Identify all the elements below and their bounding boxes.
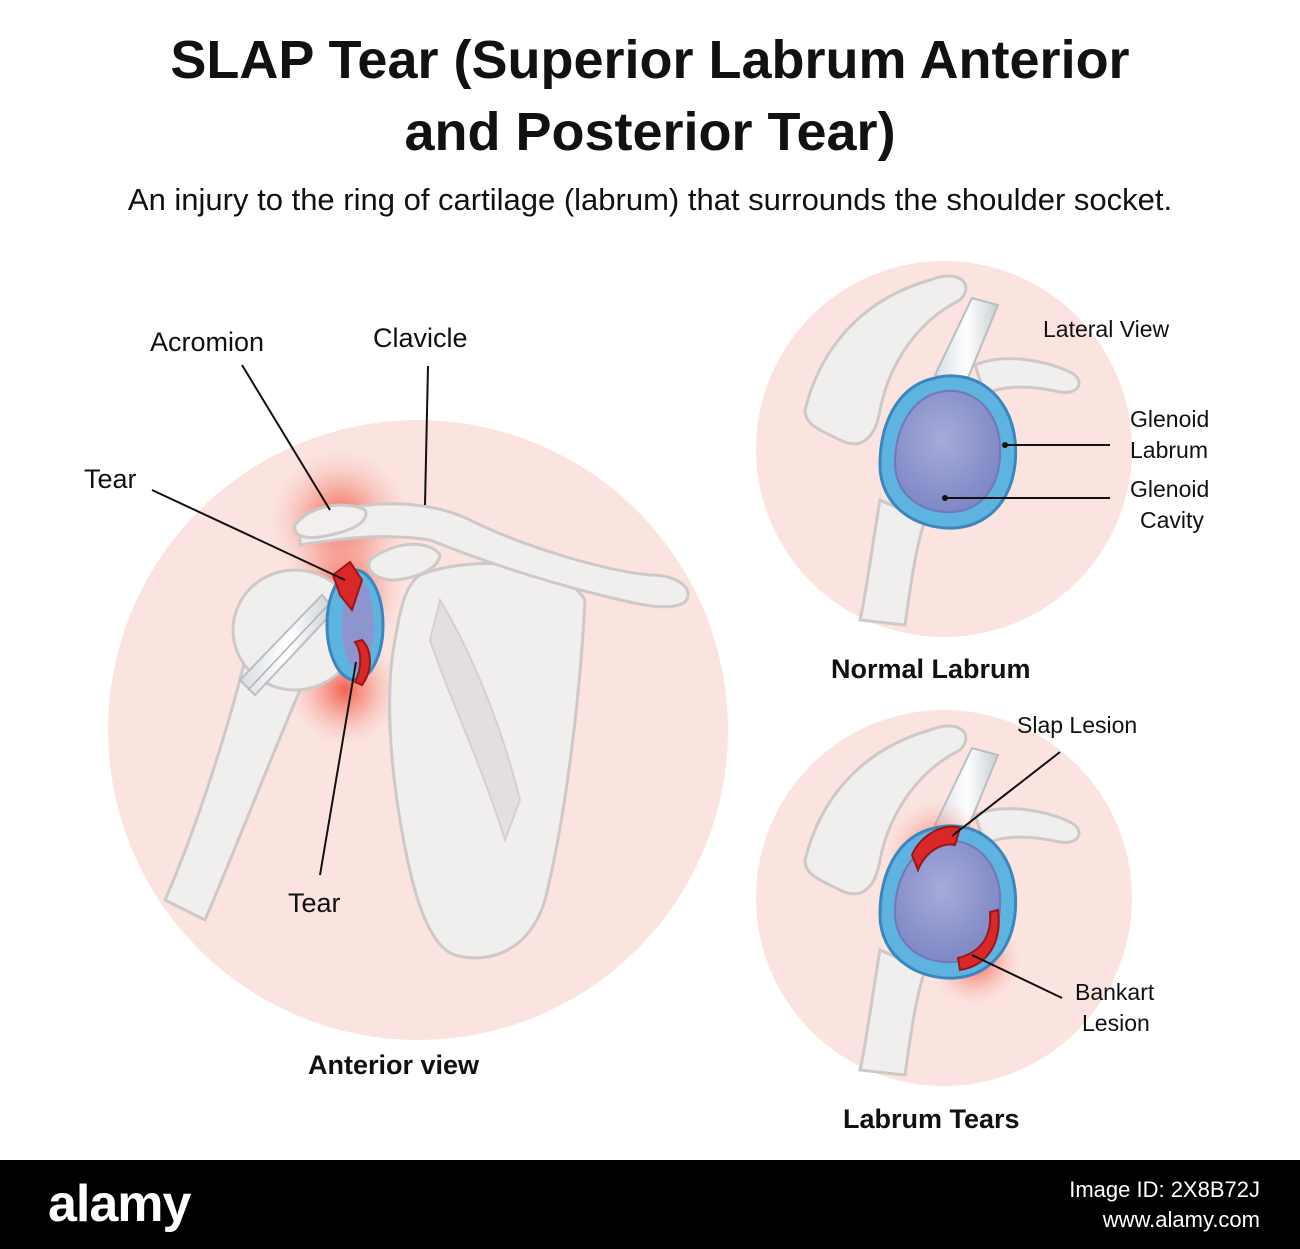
label-bankart-2: Lesion <box>1082 1010 1150 1036</box>
anterior-tear-top <box>331 560 364 613</box>
clavicle-bone <box>298 502 690 609</box>
normal-acromion <box>803 274 968 446</box>
coracoid-bone <box>367 542 442 582</box>
label-bankart-1: Bankart <box>1075 979 1155 1005</box>
tears-acromion <box>803 724 968 896</box>
page-title-line-2: and Posterior Tear) <box>404 102 896 162</box>
scapula-ridge <box>428 597 522 844</box>
leader-slap-lesion <box>951 751 1061 837</box>
label-glenoid-cavity-2: Cavity <box>1140 507 1204 533</box>
normal-glenoid-cavity <box>893 389 1002 514</box>
footer-site: www.alamy.com <box>1102 1207 1260 1232</box>
anterior-view-diagram <box>108 364 728 1040</box>
humerus-shaft <box>163 657 302 923</box>
bankart-lesion-mark <box>956 908 1000 972</box>
page-subtitle: An injury to the ring of cartilage (labr… <box>127 182 1173 217</box>
caption-anterior-view: Anterior view <box>308 1050 480 1080</box>
leader-bankart-lesion <box>971 954 1063 999</box>
leader-clavicle <box>424 365 429 506</box>
label-glenoid-labrum-2: Labrum <box>1130 437 1208 463</box>
leader-acromion <box>241 364 331 511</box>
caption-labrum-tears: Labrum Tears <box>843 1104 1020 1134</box>
normal-coracoid <box>973 357 1081 398</box>
label-clavicle: Clavicle <box>373 323 468 353</box>
normal-labrum-diagram <box>756 261 1132 637</box>
caption-normal-labrum: Normal Labrum <box>831 654 1031 684</box>
label-acromion: Acromion <box>150 327 265 357</box>
tears-glenoid-cavity <box>893 839 1002 964</box>
anterior-tear-bottom <box>353 638 371 687</box>
label-tear-top: Tear <box>84 464 137 494</box>
label-glenoid-cavity-1: Glenoid <box>1130 476 1210 502</box>
leader-tear-bottom <box>319 661 357 876</box>
tears-scapula-neck <box>858 947 927 1077</box>
tears-coracoid <box>973 807 1081 848</box>
acromion-bone <box>293 503 368 539</box>
label-lateral-view: Lateral View <box>1043 316 1170 342</box>
page-title-line-1: SLAP Tear (Superior Labrum Anterior <box>170 30 1130 90</box>
slap-lesion-mark <box>910 825 962 873</box>
leader-tear-top <box>151 489 346 581</box>
label-glenoid-labrum-1: Glenoid <box>1130 406 1210 432</box>
brand-logo: alamy <box>48 1175 191 1233</box>
normal-scapula-neck <box>858 497 927 627</box>
footer-image-id: Image ID: 2X8B72J <box>1069 1177 1260 1202</box>
illustration <box>108 261 1132 1086</box>
labrum-tears-diagram <box>756 710 1132 1086</box>
label-tear-bottom: Tear <box>288 888 341 918</box>
footer-bar: alamy Image ID: 2X8B72J www.alamy.com <box>0 1160 1300 1249</box>
label-slap-lesion: Slap Lesion <box>1017 712 1138 738</box>
